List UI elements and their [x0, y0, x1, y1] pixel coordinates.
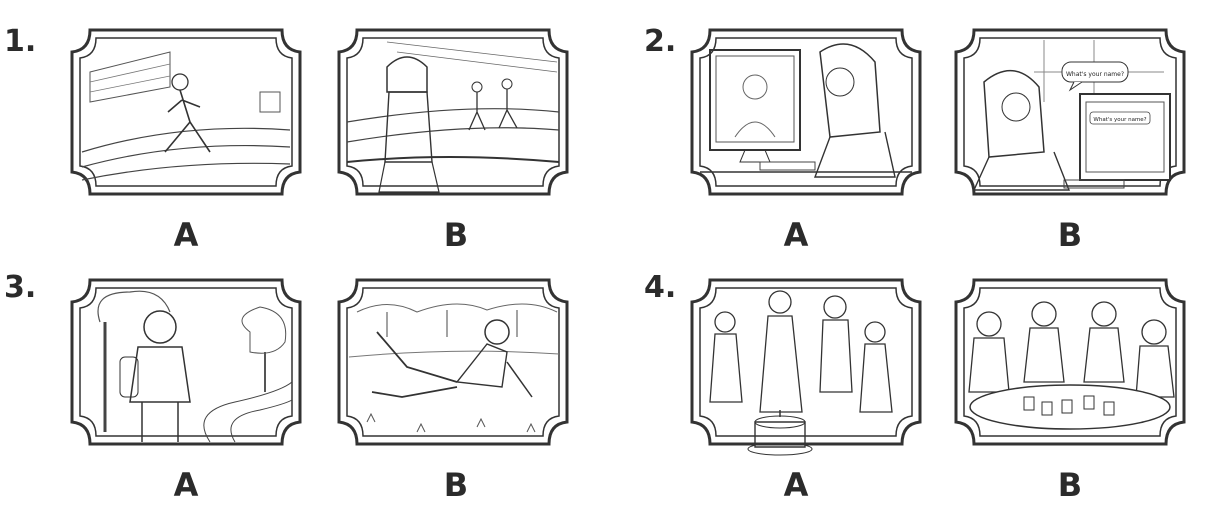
- option-letter-3a: A: [173, 466, 199, 504]
- option-letter-4a: A: [783, 466, 809, 504]
- picture-4b[interactable]: [944, 262, 1196, 462]
- video-call-scene: [690, 28, 922, 196]
- option-letter-2a: A: [783, 216, 809, 254]
- group-number-2: 2.: [644, 24, 677, 59]
- picture-3b[interactable]: [327, 262, 579, 462]
- chat-scene: What's your name? What's your name?: [954, 28, 1186, 196]
- picture-4a[interactable]: [680, 262, 932, 462]
- picture-2a[interactable]: [680, 12, 932, 212]
- playing-cards-scene: [954, 278, 1186, 446]
- picture-3a[interactable]: [60, 262, 312, 462]
- option-letter-3b: B: [443, 466, 469, 504]
- speech-bubble-text: What's your name?: [1066, 71, 1124, 78]
- option-letter-2b: B: [1057, 216, 1083, 254]
- boy-in-park-scene: [70, 278, 302, 446]
- option-letter-1b: B: [443, 216, 469, 254]
- option-letter-1a: A: [173, 216, 199, 254]
- picture-1b[interactable]: [327, 12, 579, 212]
- picture-1a[interactable]: [60, 12, 312, 212]
- group-number-1: 1.: [4, 24, 37, 59]
- boy-falling-scene: [337, 278, 569, 446]
- watching-runners-scene: [337, 28, 569, 196]
- group-number-3: 3.: [4, 270, 37, 305]
- option-letter-4b: B: [1057, 466, 1083, 504]
- picture-2b[interactable]: What's your name? What's your name?: [944, 12, 1196, 212]
- group-number-4: 4.: [644, 270, 677, 305]
- birthday-singing-scene: [690, 278, 922, 456]
- chat-screen-text: What's your name?: [1093, 117, 1146, 123]
- running-girl-scene: [70, 28, 302, 196]
